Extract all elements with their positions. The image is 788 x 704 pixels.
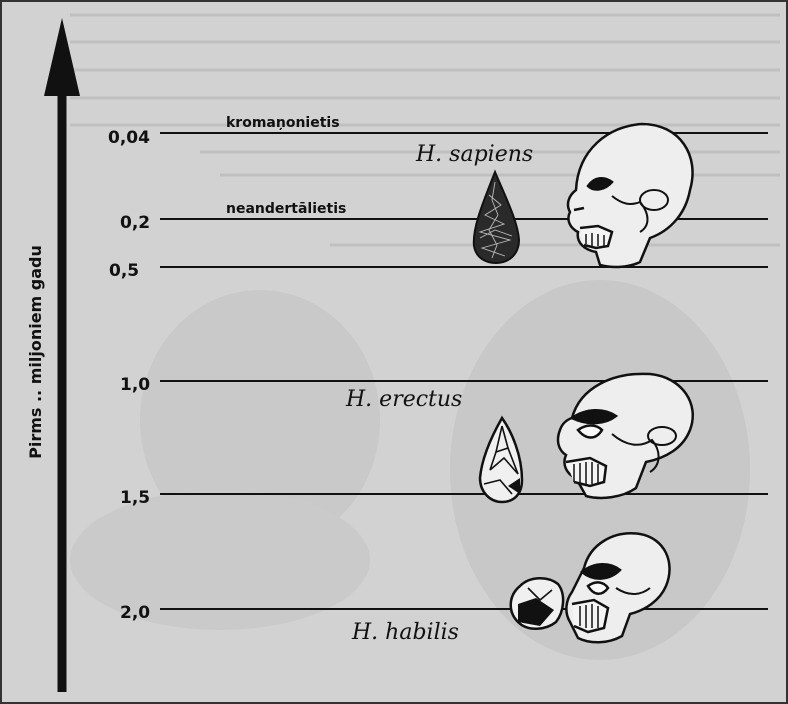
era-label-cro-magnon: kromaņonietis [226,115,340,131]
tick-label: 1,0 [120,375,150,395]
time-axis-arrowhead-icon [44,18,80,96]
tick-label: 2,0 [120,603,150,623]
tick-label: 0,2 [120,213,150,233]
species-label-habilis: H. habilis [351,620,459,645]
teardrop-handaxe-icon [474,172,519,263]
species-label-erectus: H. erectus [345,387,462,412]
axis-title: Pirms .. miljoniem gadu [26,245,45,459]
background-page-texture [70,15,780,660]
tick-label: 0,04 [108,128,150,148]
tick-label: 0,5 [109,261,139,281]
pebble-tool-icon [511,578,563,629]
tick-label: 1,5 [120,488,150,508]
era-label-neanderthal: neandertālietis [226,201,346,217]
species-label-sapiens: H. sapiens [415,142,533,167]
